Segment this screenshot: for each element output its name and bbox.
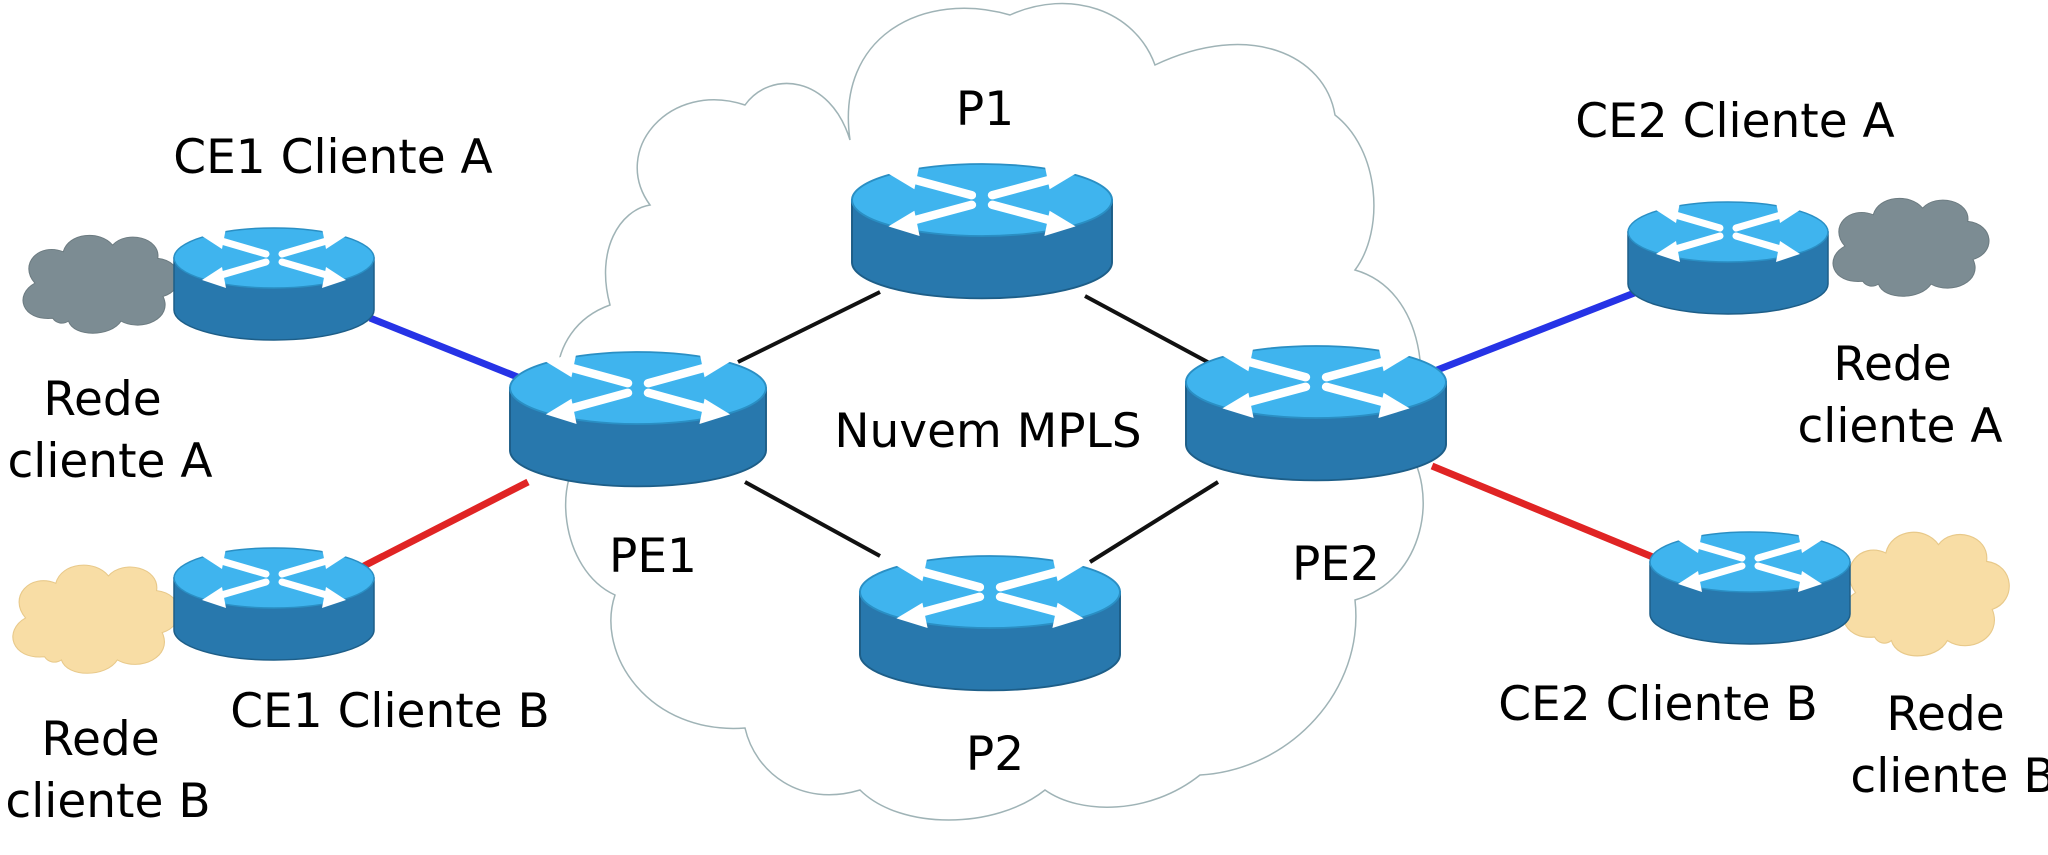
cloud-icon-left-a <box>22 234 180 334</box>
router-label-pe2: PE2 <box>1292 537 1380 592</box>
router-label-ce1a: CE1 Cliente A <box>173 130 492 185</box>
router-icon-ce2a <box>1628 202 1828 314</box>
link-ce1b-pe1 <box>358 478 530 572</box>
link-p1-pe2 <box>1084 294 1216 368</box>
network-label-left-b-line1: Rede <box>41 712 159 767</box>
cloud-icon-right-a <box>1832 197 1990 297</box>
mpls-cloud-outline <box>555 2 1424 821</box>
router-icon-ce1a <box>174 228 374 340</box>
router-label-ce2a: CE2 Cliente A <box>1575 94 1894 149</box>
router-icon-ce1b <box>174 548 374 660</box>
link-p2-pe2 <box>1088 480 1220 564</box>
network-label-left-a: Rede cliente A <box>7 372 212 489</box>
network-label-right-b-line2: cliente B <box>1850 749 2048 804</box>
link-pe2-ce2b <box>1430 462 1662 564</box>
router-icon-pe1 <box>510 352 766 486</box>
network-label-right-a-line1: Rede <box>1833 337 1951 392</box>
router-icon-p1 <box>852 164 1112 298</box>
router-icon-pe2 <box>1186 346 1446 480</box>
network-label-right-b: Rede cliente B <box>1850 687 2048 804</box>
router-label-p1: P1 <box>956 82 1014 137</box>
network-label-left-b-line2: cliente B <box>5 774 210 829</box>
cloud-icon-right-b <box>1842 531 2010 657</box>
router-icon-ce2b <box>1650 532 1850 644</box>
network-label-right-a-line2: cliente A <box>1797 399 2002 454</box>
router-label-pe1: PE1 <box>609 529 697 584</box>
link-pe2-ce2a <box>1430 286 1644 376</box>
network-label-right-b-line1: Rede <box>1886 687 2004 742</box>
router-icon-p2 <box>860 556 1120 690</box>
router-label-ce2b: CE2 Cliente B <box>1498 677 1818 732</box>
network-label-left-a-line1: Rede <box>43 372 161 427</box>
cloud-label: Nuvem MPLS <box>834 404 1141 459</box>
router-label-p2: P2 <box>966 727 1024 782</box>
link-ce1a-pe1 <box>368 314 527 384</box>
router-label-ce1b: CE1 Cliente B <box>230 684 550 739</box>
network-label-right-a: Rede cliente A <box>1797 337 2002 454</box>
link-pe1-p1 <box>737 290 881 364</box>
cloud-icon-left-b <box>12 564 180 674</box>
links <box>358 286 1662 572</box>
link-pe1-p2 <box>744 480 881 558</box>
network-label-left-a-line2: cliente A <box>7 434 212 489</box>
network-label-left-b: Rede cliente B <box>5 712 210 829</box>
